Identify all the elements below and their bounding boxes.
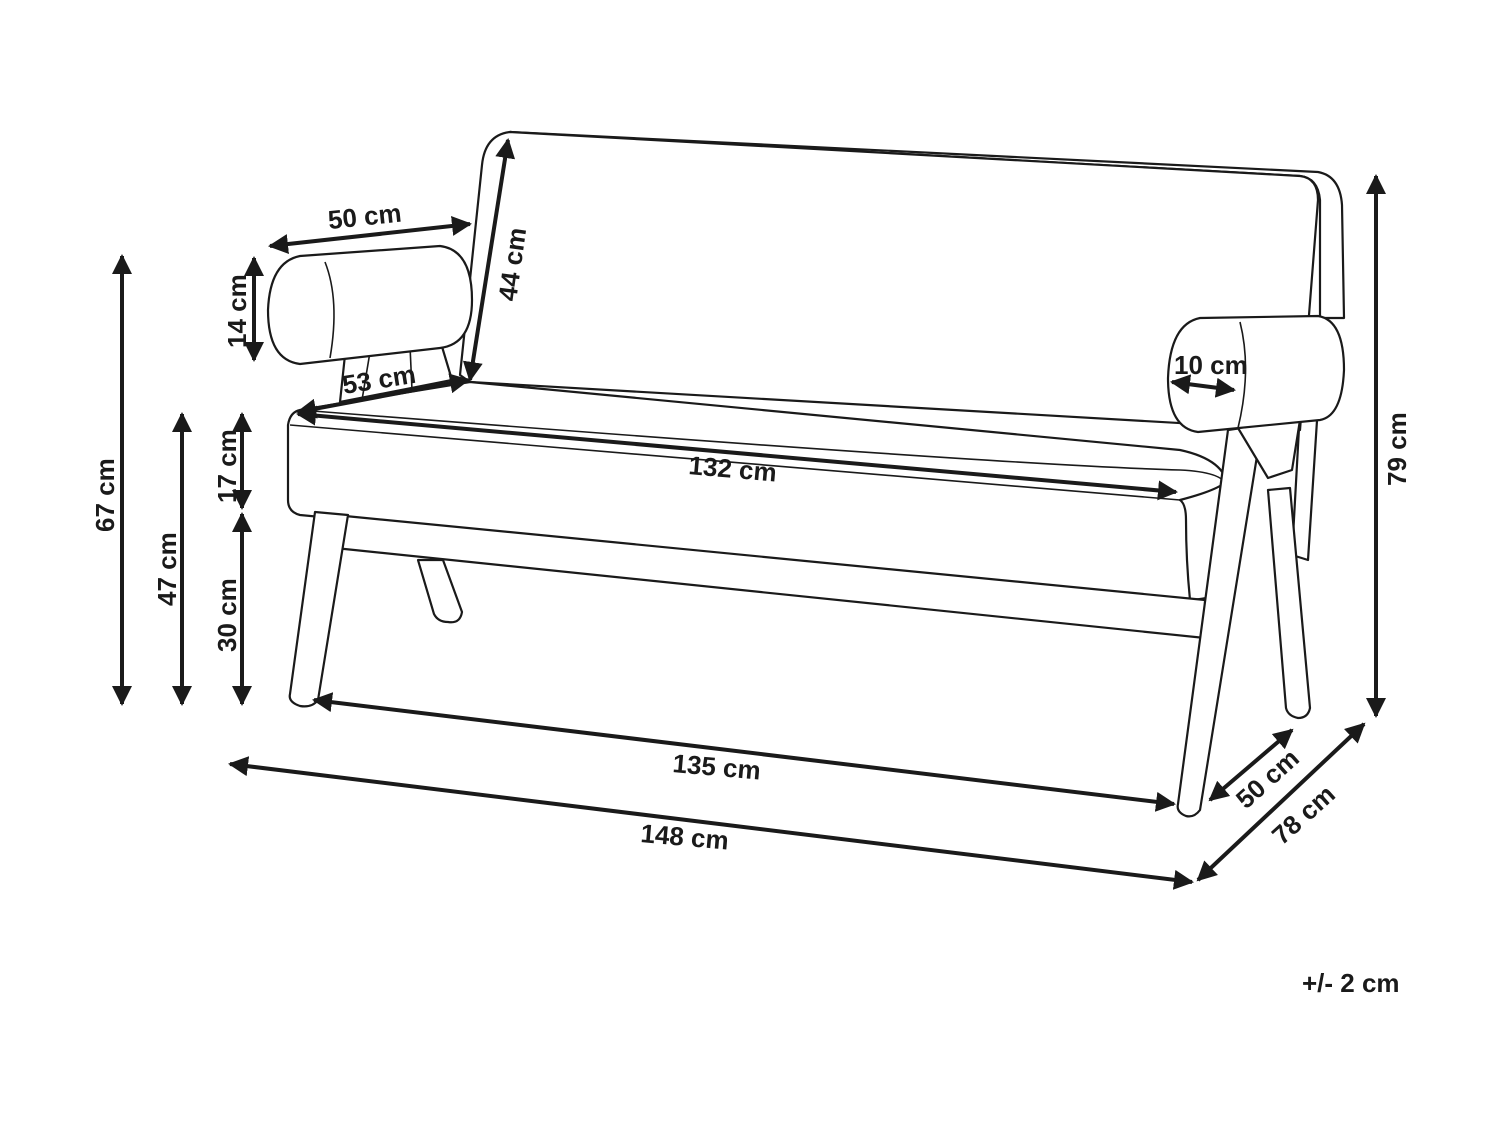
dim-seat-width — [296, 405, 1178, 501]
dim-armrest-depth — [268, 216, 472, 254]
label-armrest-height: 14 cm — [222, 274, 252, 348]
tolerance-note: +/- 2 cm — [1302, 968, 1400, 998]
dim-total-depth — [1196, 722, 1366, 882]
dim-backrest-height — [462, 138, 516, 382]
label-seat-frame-height: 30 cm — [212, 578, 242, 652]
label-leg-width: 135 cm — [671, 748, 761, 786]
label-armrest-total-height: 67 cm — [90, 458, 120, 532]
right-rear-leg — [1266, 486, 1312, 720]
label-total-height: 79 cm — [1382, 412, 1412, 486]
label-armrest-width: 10 cm — [1174, 350, 1248, 380]
label-seat-height: 47 cm — [152, 532, 182, 606]
left-armrest — [266, 244, 474, 366]
front-left-leg — [288, 510, 350, 708]
label-total-width: 148 cm — [639, 818, 729, 856]
dim-armrest-width — [1170, 374, 1236, 398]
right-armrest — [1166, 314, 1346, 434]
label-armrest-depth: 50 cm — [326, 198, 402, 236]
dim-total-width — [228, 756, 1194, 890]
label-cushion-height: 17 cm — [212, 429, 242, 503]
dimension-lines — [112, 138, 1386, 890]
back-left-leg — [416, 558, 464, 624]
